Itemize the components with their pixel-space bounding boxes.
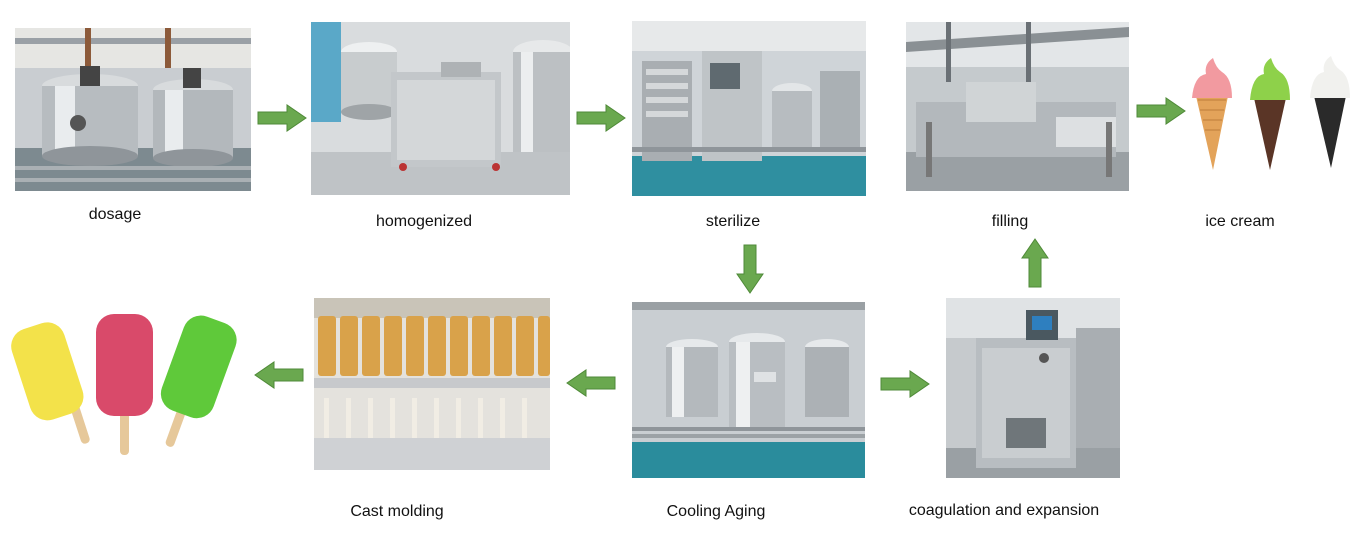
arrow-icon [736,244,764,294]
step-label-homogenized: homogenized [375,213,473,230]
cooling-aging-photo [632,302,865,478]
arrow-icon [880,370,930,398]
arrow-icon [1136,97,1186,125]
filling-photo [906,22,1129,191]
step-label-sterilize: sterilize [705,213,761,230]
coagulation-expansion-photo [946,298,1120,478]
arrow-icon [257,104,307,132]
homogenized-photo [311,22,570,195]
arrow-icon [566,369,616,397]
sterilize-photo [632,21,866,196]
arrow-icon [254,361,304,389]
arrow-icon [576,104,626,132]
step-label-dosage: dosage [88,206,142,223]
step-label-cast-molding: Cast molding [350,503,444,520]
step-label-filling: filling [991,213,1029,230]
ice-cream-cones-image [1186,54,1362,174]
step-label-coagulation-expansion: coagulation and expansion [908,502,1100,519]
popsicles-image [2,312,252,462]
dosage-photo [15,28,251,191]
cast-molding-photo [314,298,550,470]
arrow-icon [1021,238,1049,288]
step-label-ice-cream: ice cream [1205,213,1275,230]
step-label-cooling-aging: Cooling Aging [666,503,766,520]
